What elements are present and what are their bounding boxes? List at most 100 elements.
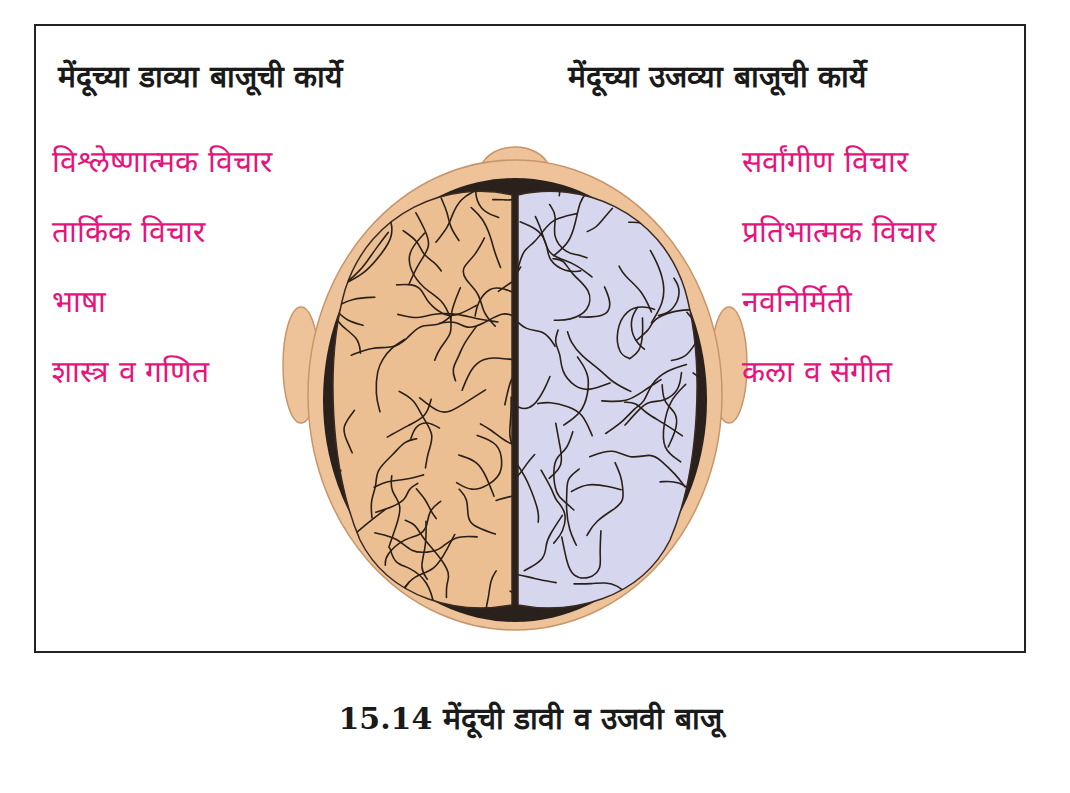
function-label: कला व संगीत bbox=[742, 353, 892, 391]
gyrus-line bbox=[538, 403, 592, 436]
gyrus-line bbox=[636, 300, 728, 340]
gyrus-line bbox=[617, 307, 654, 358]
gyrus-line bbox=[357, 157, 376, 246]
function-label: शास्त्र व गणित bbox=[52, 353, 209, 391]
gyrus-line bbox=[687, 312, 746, 340]
figure-caption: 15.14 मेंदूची डावी व उजवी बाजू bbox=[338, 700, 721, 738]
gyrus-line bbox=[606, 365, 687, 434]
gyrus-line bbox=[497, 574, 556, 583]
gyrus-line bbox=[462, 358, 520, 390]
left-hemisphere bbox=[333, 191, 512, 608]
gyrus-line bbox=[505, 327, 530, 405]
gyrus-line bbox=[518, 214, 577, 269]
gyrus-line bbox=[554, 168, 616, 256]
gyrus-line bbox=[549, 423, 561, 478]
gyrus-line bbox=[344, 410, 355, 452]
gyrus-line bbox=[318, 232, 388, 292]
gyrus-line bbox=[510, 591, 533, 635]
gyrus-line bbox=[535, 217, 592, 277]
gyrus-line bbox=[480, 403, 547, 445]
gyrus-line bbox=[253, 563, 365, 586]
gyrus-line bbox=[496, 479, 590, 503]
gyrus-line bbox=[606, 175, 643, 196]
right-heading: मेंदूच्या उजव्या बाजूची कार्ये bbox=[568, 58, 866, 96]
gyrus-line bbox=[375, 533, 477, 552]
gyrus-line bbox=[411, 423, 440, 440]
gyrus-line bbox=[457, 435, 502, 489]
gyrus-line bbox=[510, 397, 561, 459]
gyrus-line bbox=[658, 278, 679, 315]
gyrus-line bbox=[390, 548, 442, 639]
left-heading: मेंदूच्या डाव्या बाजूची कार्ये bbox=[58, 58, 342, 96]
function-label: सर्वांगीण विचार bbox=[742, 143, 908, 181]
function-label: नवनिर्मिती bbox=[742, 283, 852, 321]
gyrus-line bbox=[399, 391, 432, 468]
gyrus-line bbox=[453, 326, 476, 381]
gyrus-line bbox=[554, 432, 574, 510]
gyrus-line bbox=[511, 267, 521, 324]
skull-cavity bbox=[323, 178, 707, 622]
gyrus-line bbox=[463, 238, 495, 326]
gyrus-line bbox=[475, 288, 520, 316]
gyrus-line bbox=[374, 475, 423, 487]
gyrus-line bbox=[435, 288, 461, 361]
gyrus-line bbox=[634, 176, 661, 217]
gyrus-line bbox=[571, 485, 621, 492]
gyrus-line bbox=[553, 259, 590, 320]
function-label: तार्किक विचार bbox=[52, 213, 205, 251]
gyrus-line bbox=[365, 177, 417, 198]
gyrus-line bbox=[574, 583, 640, 608]
gyrus-line bbox=[631, 307, 644, 349]
gyrus-line bbox=[385, 501, 440, 565]
gyrus-line bbox=[486, 571, 523, 646]
gyrus-line bbox=[340, 509, 386, 601]
gyrus-line bbox=[436, 191, 475, 243]
gyrus-line bbox=[391, 534, 454, 607]
gyrus-line bbox=[562, 531, 601, 578]
gyrus-line bbox=[625, 402, 683, 436]
gyrus-line bbox=[403, 231, 441, 271]
function-label: भाषा bbox=[52, 283, 106, 321]
gyrus-line bbox=[416, 489, 436, 519]
gyrus-line bbox=[500, 304, 555, 346]
gyrus-line bbox=[556, 330, 610, 389]
figure-frame bbox=[35, 25, 1025, 652]
gyrus-line bbox=[567, 469, 580, 545]
right-gyri bbox=[482, 110, 769, 608]
gyrus-line bbox=[650, 250, 663, 322]
gyrus-line bbox=[619, 266, 651, 312]
gyrus-line bbox=[459, 455, 494, 496]
gyrus-line bbox=[459, 489, 495, 534]
gyrus-line bbox=[398, 314, 498, 322]
gyrus-line bbox=[476, 132, 499, 217]
gyrus-line bbox=[493, 163, 541, 200]
gyrus-line bbox=[629, 222, 706, 240]
head bbox=[308, 160, 722, 630]
gyrus-line bbox=[409, 213, 429, 285]
gyrus-line bbox=[273, 297, 375, 336]
gyrus-line bbox=[420, 390, 486, 412]
gyrus-line bbox=[313, 257, 363, 325]
gyrus-line bbox=[387, 399, 431, 437]
gyrus-line bbox=[559, 130, 596, 196]
gyrus-line bbox=[683, 501, 691, 542]
gyrus-line bbox=[693, 373, 705, 428]
gyrus-line bbox=[376, 483, 418, 512]
gyrus-line bbox=[514, 460, 538, 522]
function-label: विश्लेष्णात्मक विचार bbox=[52, 143, 272, 181]
gyrus-line bbox=[325, 251, 361, 353]
function-label: प्रतिभात्मक विचार bbox=[742, 213, 936, 251]
left-gyri bbox=[253, 132, 590, 646]
gyrus-line bbox=[672, 320, 720, 361]
gyrus-line bbox=[587, 208, 612, 231]
gyrus-line bbox=[663, 384, 685, 461]
gyrus-line bbox=[397, 284, 477, 315]
gyrus-line bbox=[351, 315, 452, 356]
gyrus-line bbox=[587, 463, 623, 536]
gyrus-line bbox=[660, 481, 695, 510]
gyrus-line bbox=[568, 332, 631, 392]
gyrus-line bbox=[550, 205, 587, 258]
gyrus-line bbox=[376, 339, 405, 411]
gyrus-line bbox=[564, 357, 589, 425]
